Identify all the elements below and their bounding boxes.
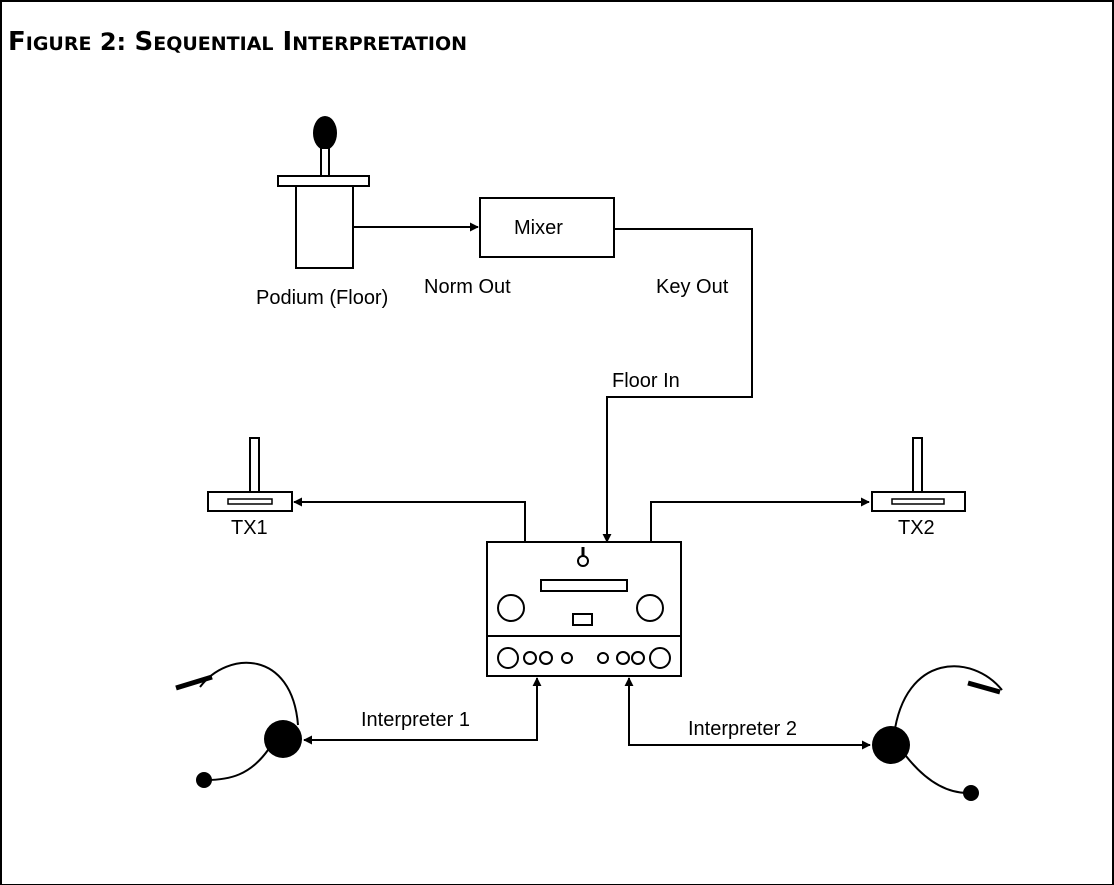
floor-in-label: Floor In (612, 370, 680, 392)
norm-out-line (293, 497, 526, 542)
podium-label: Podium (Floor) (256, 287, 388, 309)
tx1-label: TX1 (231, 517, 268, 539)
microphone-icon (313, 116, 337, 177)
mixer-label: Mixer (514, 217, 563, 239)
key-out-line (650, 497, 870, 542)
interpreter-2-line (624, 677, 871, 750)
console-icon (486, 541, 682, 677)
headset-icon (872, 665, 1003, 801)
transmitter-icon (207, 437, 293, 512)
podium-icon (277, 175, 370, 269)
figure-title: FIGURE 2: SEQUENTIAL INTERPRETATION (8, 27, 467, 57)
transmitter-icon (871, 437, 966, 512)
interpreter-1-line (303, 677, 542, 745)
norm-out-label: Norm Out (424, 276, 511, 298)
tx2-label: TX2 (898, 517, 935, 539)
headset-icon (175, 661, 302, 788)
interpreter-2-label: Interpreter 2 (688, 718, 797, 740)
floor-in-line (602, 228, 753, 543)
key-out-label: Key Out (656, 276, 729, 298)
mixer-box (479, 197, 615, 258)
interpreter-1-label: Interpreter 1 (361, 709, 470, 731)
